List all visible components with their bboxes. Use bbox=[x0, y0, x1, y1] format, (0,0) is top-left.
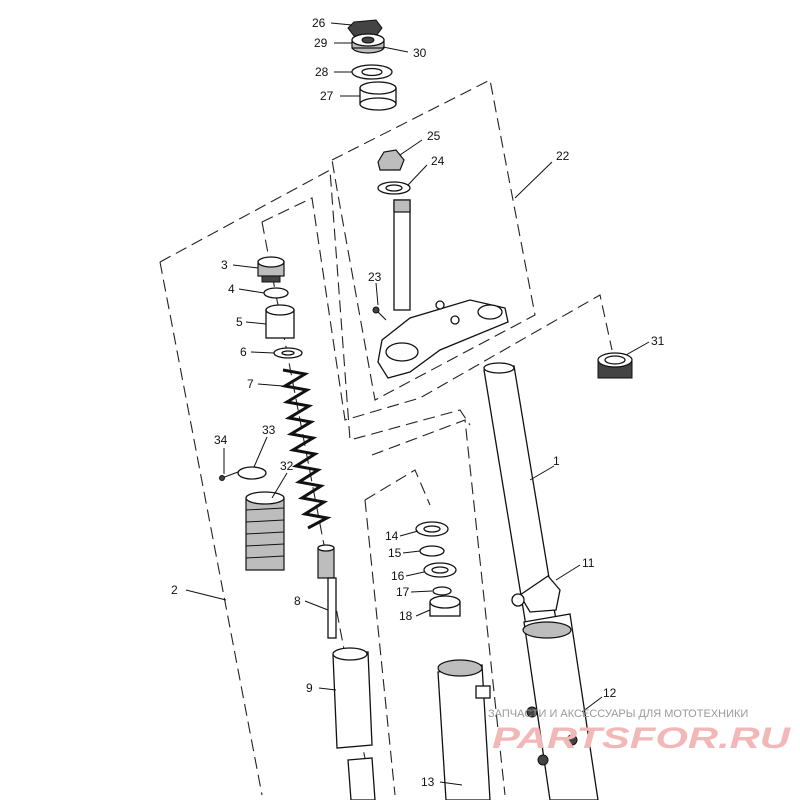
callout-12: 12 bbox=[603, 686, 617, 700]
part-9-inner-tube bbox=[332, 647, 376, 800]
callout-7: 7 bbox=[247, 377, 254, 391]
callout-2: 2 bbox=[171, 583, 178, 597]
part-7-spring bbox=[280, 368, 332, 530]
callout-6: 6 bbox=[240, 345, 247, 359]
callout-9: 9 bbox=[306, 681, 313, 695]
part-1-fork-tube bbox=[483, 362, 557, 627]
group-outline-lower bbox=[371, 419, 506, 796]
part-29-nut bbox=[351, 33, 385, 54]
part-18-bushing bbox=[429, 595, 461, 617]
part-31-cap bbox=[597, 352, 633, 379]
callout-5: 5 bbox=[236, 315, 243, 329]
part-13-outer-tube bbox=[437, 659, 491, 800]
callout-29: 29 bbox=[314, 36, 328, 50]
watermark-caption: ЗАПЧАСТИ И АКСЕССУАРЫ ДЛЯ МОТОТЕХНИКИ bbox=[488, 708, 748, 720]
callout-22: 22 bbox=[556, 149, 570, 163]
part-33-clamp bbox=[237, 466, 267, 480]
callout-13: 13 bbox=[421, 775, 435, 789]
callout-27: 27 bbox=[320, 89, 334, 103]
part-23-bolt bbox=[372, 306, 387, 321]
part-3-fork-cap bbox=[257, 256, 285, 283]
callout-25: 25 bbox=[427, 129, 441, 143]
part-24-dust-seal bbox=[377, 181, 411, 195]
part-34-screw bbox=[219, 471, 239, 481]
part-12-slider bbox=[522, 613, 599, 800]
part-22-steering-stem bbox=[377, 199, 509, 379]
part-32-dust-boot bbox=[245, 491, 285, 571]
callout-34: 34 bbox=[214, 433, 228, 447]
part-17-washer bbox=[432, 586, 452, 596]
callout-32: 32 bbox=[280, 459, 294, 473]
callout-26: 26 bbox=[312, 16, 326, 30]
callout-8: 8 bbox=[294, 594, 301, 608]
part-16-oil-seal bbox=[423, 562, 457, 578]
callout-31: 31 bbox=[651, 334, 665, 348]
part-15-clip bbox=[419, 545, 445, 557]
callout-17: 17 bbox=[396, 585, 410, 599]
callout-14: 14 bbox=[385, 529, 399, 543]
part-6-washer bbox=[273, 347, 303, 359]
part-8-damper-rod bbox=[317, 544, 337, 639]
callout-1: 1 bbox=[553, 454, 560, 468]
part-5-spacer bbox=[265, 304, 295, 339]
callout-18: 18 bbox=[399, 609, 413, 623]
callout-4: 4 bbox=[228, 282, 235, 296]
part-27-bearing bbox=[359, 81, 397, 111]
group-outline-22 bbox=[331, 79, 536, 401]
part-11-bracket bbox=[511, 575, 561, 613]
callout-23: 23 bbox=[368, 270, 382, 284]
group-outline-upper-left bbox=[159, 169, 471, 441]
callout-15: 15 bbox=[388, 546, 402, 560]
group-outline-2 bbox=[159, 261, 263, 796]
callout-24: 24 bbox=[431, 154, 445, 168]
leader-lines bbox=[185, 22, 650, 786]
part-28-washer bbox=[351, 64, 393, 80]
part-4-o-ring bbox=[263, 287, 289, 299]
callout-28: 28 bbox=[315, 65, 329, 79]
callout-16: 16 bbox=[391, 569, 405, 583]
part-14-dust-seal bbox=[415, 521, 449, 537]
callout-3: 3 bbox=[221, 258, 228, 272]
callout-30: 30 bbox=[413, 46, 427, 60]
watermark-logo: PARTSFOR.RU bbox=[492, 722, 792, 755]
callout-33: 33 bbox=[262, 423, 276, 437]
part-25-bearing-cone bbox=[377, 149, 405, 171]
group-outline-damper bbox=[364, 469, 431, 796]
group-outline-inner bbox=[261, 197, 613, 421]
callout-11: 11 bbox=[582, 556, 595, 570]
